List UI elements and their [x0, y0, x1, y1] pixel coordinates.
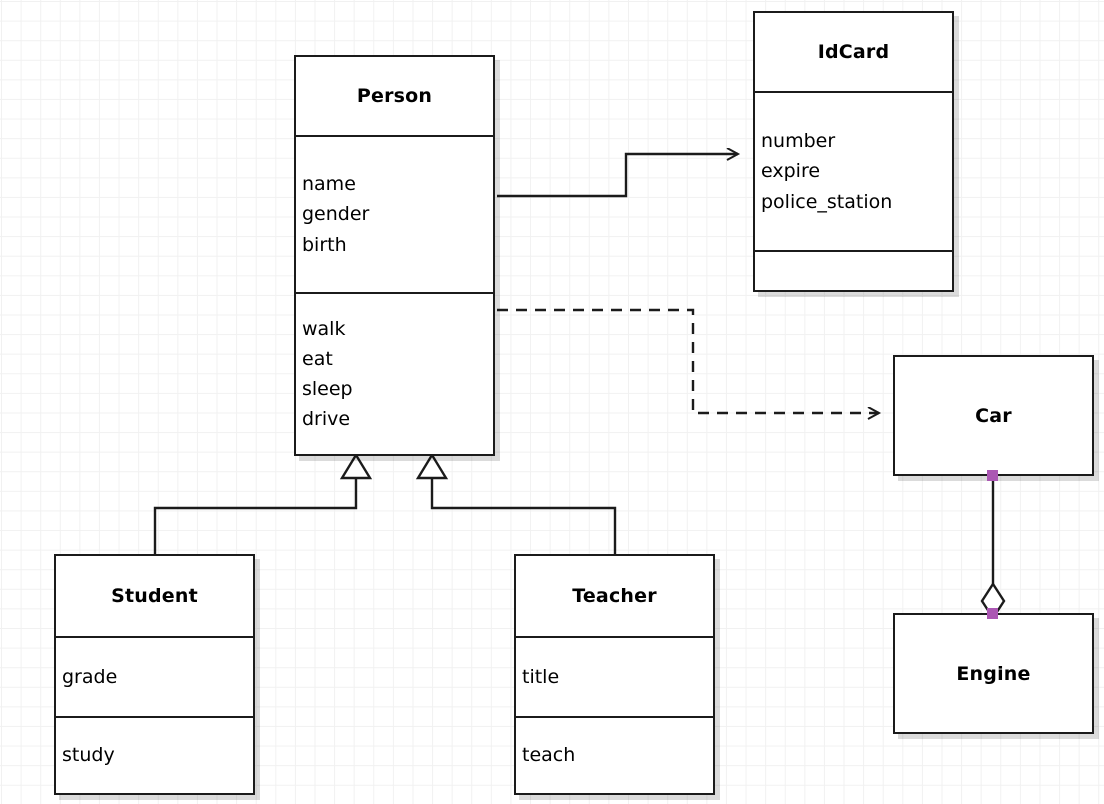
person-attribute-list: name gender birth — [296, 169, 493, 259]
person-methods-compartment: walk eat sleep drive — [296, 292, 493, 454]
attribute-item: grade — [62, 665, 118, 688]
dependency-person-car[interactable] — [497, 308, 879, 413]
student-methods-compartment: study — [56, 716, 253, 793]
class-name-person: Person — [356, 85, 433, 107]
student-attributes-compartment: grade — [56, 636, 253, 716]
attribute-item: name — [302, 173, 356, 196]
idcard-title-compartment: IdCard — [755, 13, 952, 91]
person-method-list: walk eat sleep drive — [296, 314, 493, 434]
aggregation-car-engine[interactable] — [980, 476, 1006, 621]
person-title-compartment: Person — [296, 57, 493, 135]
method-item: drive — [302, 408, 351, 431]
generalization-student-person[interactable] — [153, 452, 373, 554]
attribute-item: title — [522, 665, 560, 688]
idcard-attributes-compartment: number expire police_station — [755, 91, 952, 250]
hollow-triangle-icon — [339, 452, 373, 480]
teacher-attribute-list: title — [516, 662, 713, 692]
hollow-triangle-icon — [415, 452, 449, 480]
class-name-idcard: IdCard — [817, 41, 890, 63]
class-box-teacher[interactable]: Teacher title teach — [514, 554, 715, 795]
attribute-item: police_station — [761, 190, 893, 213]
class-box-idcard[interactable]: IdCard number expire police_station — [753, 11, 954, 292]
teacher-attributes-compartment: title — [516, 636, 713, 716]
class-box-person[interactable]: Person name gender birth walk eat sleep … — [294, 55, 495, 456]
method-item: sleep — [302, 378, 353, 400]
attribute-item: expire — [761, 160, 821, 183]
class-box-engine[interactable]: Engine — [893, 613, 1094, 734]
engine-title-compartment: Engine — [895, 615, 1092, 732]
class-name-engine: Engine — [956, 662, 1031, 685]
method-item: walk — [302, 317, 346, 340]
student-method-list: study — [56, 740, 253, 770]
class-name-car: Car — [975, 404, 1012, 427]
person-attributes-compartment: name gender birth — [296, 135, 493, 292]
attribute-item: birth — [302, 233, 347, 256]
teacher-method-list: teach — [516, 740, 713, 770]
method-item: study — [62, 744, 115, 767]
class-box-car[interactable]: Car — [893, 355, 1094, 476]
class-name-teacher: Teacher — [572, 585, 657, 607]
idcard-methods-compartment — [755, 250, 952, 290]
attribute-item: gender — [302, 203, 370, 226]
car-title-compartment: Car — [895, 357, 1092, 474]
student-title-compartment: Student — [56, 556, 253, 636]
teacher-title-compartment: Teacher — [516, 556, 713, 636]
class-name-student: Student — [111, 585, 198, 607]
teacher-methods-compartment: teach — [516, 716, 713, 793]
generalization-teacher-person[interactable] — [415, 452, 617, 554]
edge-handle-source[interactable] — [987, 470, 998, 481]
method-item: teach — [522, 744, 576, 767]
attribute-item: number — [761, 130, 836, 153]
method-item: eat — [302, 347, 333, 370]
edge-handle-target[interactable] — [987, 608, 998, 619]
class-box-student[interactable]: Student grade study — [54, 554, 255, 795]
student-attribute-list: grade — [56, 662, 253, 692]
idcard-attribute-list: number expire police_station — [755, 126, 952, 216]
association-person-idcard[interactable] — [497, 154, 738, 198]
